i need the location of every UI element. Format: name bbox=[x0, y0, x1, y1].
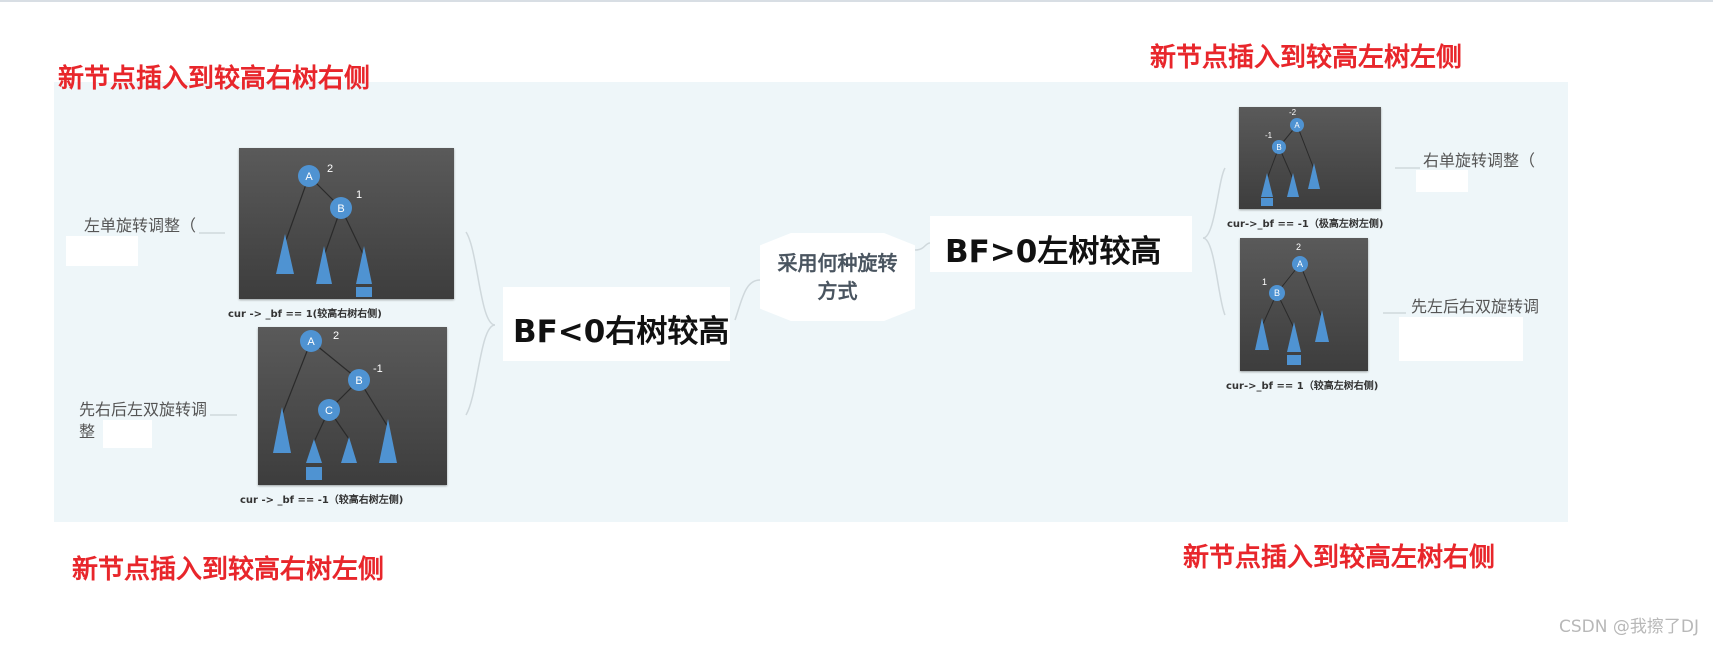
thumbnail-caption: cur->_bf == -1（极高左树左侧) bbox=[1227, 219, 1384, 230]
redacted-box bbox=[1416, 170, 1468, 192]
node-b: B bbox=[355, 375, 362, 387]
branch-bf-less-label: BF<0右树较高 bbox=[513, 314, 730, 350]
thumbnail-caption: cur->_bf == 1（较高左树右侧) bbox=[1226, 381, 1379, 392]
branch-bf-less-than-zero[interactable]: BF<0右树较高 bbox=[503, 287, 730, 361]
thumbnail-caption: cur -> _bf == -1（较高右树左侧) bbox=[240, 495, 404, 506]
leaf-right-single-rotation[interactable]: 右单旋转调整（ bbox=[1423, 151, 1536, 170]
tree-thumbnail-right-right: A B 2 1 bbox=[239, 148, 454, 299]
branch-bf-greater-label: BF>0左树较高 bbox=[945, 234, 1162, 270]
balance-factor: 2 bbox=[333, 330, 339, 342]
tree-thumbnail-left-right: A B 2 1 bbox=[1240, 238, 1368, 371]
balance-factor: 2 bbox=[327, 163, 333, 175]
redacted-box bbox=[103, 420, 152, 448]
balance-factor: -1 bbox=[1265, 131, 1273, 140]
watermark: CSDN @我擦了DJ bbox=[1559, 617, 1699, 637]
center-node-line1: 采用何种旋转 bbox=[777, 251, 898, 275]
node-b: B bbox=[1274, 288, 1280, 298]
tree-diagram: A B -2 -1 bbox=[1261, 108, 1320, 206]
redacted-box bbox=[66, 236, 138, 266]
tree-thumbnail-right-left: A B C 2 -1 bbox=[258, 327, 447, 485]
balance-factor: 1 bbox=[1262, 277, 1267, 287]
title-left-left: 新节点插入到较高左树左侧 bbox=[1150, 43, 1463, 73]
branch-bf-greater-than-zero[interactable]: BF>0左树较高 bbox=[930, 216, 1192, 272]
node-b: B bbox=[337, 203, 344, 215]
leaf-left-right-double-rotation[interactable]: 先左后右双旋转调 bbox=[1411, 297, 1540, 316]
node-a: A bbox=[307, 336, 315, 348]
leaf-right-left-double-rotation-cont: 整 bbox=[79, 422, 96, 441]
center-node[interactable]: 采用何种旋转 方式 bbox=[760, 233, 915, 321]
node-c: C bbox=[325, 405, 333, 417]
title-left-right: 新节点插入到较高左树右侧 bbox=[1183, 543, 1496, 573]
title-right-right: 新节点插入到较高右树右侧 bbox=[58, 64, 371, 94]
node-a: A bbox=[1294, 121, 1300, 130]
leaf-right-left-double-rotation[interactable]: 先右后左双旋转调 bbox=[79, 400, 208, 419]
node-a: A bbox=[1297, 259, 1303, 269]
title-right-left: 新节点插入到较高右树左侧 bbox=[72, 555, 385, 585]
balance-factor: -2 bbox=[1289, 108, 1297, 117]
balance-factor: 2 bbox=[1296, 242, 1301, 252]
node-b: B bbox=[1276, 143, 1281, 152]
node-a: A bbox=[305, 171, 313, 183]
leaf-left-single-rotation[interactable]: 左单旋转调整（ bbox=[84, 216, 197, 235]
center-node-line2: 方式 bbox=[817, 279, 858, 303]
balance-factor: -1 bbox=[373, 363, 383, 375]
thumbnail-caption: cur -> _bf == 1(较高右树右侧) bbox=[228, 309, 382, 320]
redacted-box bbox=[1399, 317, 1523, 361]
top-divider bbox=[0, 0, 1713, 2]
tree-diagram: A B 2 1 bbox=[1255, 242, 1329, 365]
tree-thumbnail-left-left: A B -2 -1 bbox=[1239, 107, 1381, 209]
balance-factor: 1 bbox=[356, 189, 362, 201]
tree-diagram: A B 2 1 bbox=[276, 163, 372, 297]
tree-diagram: A B C 2 -1 bbox=[273, 330, 397, 480]
